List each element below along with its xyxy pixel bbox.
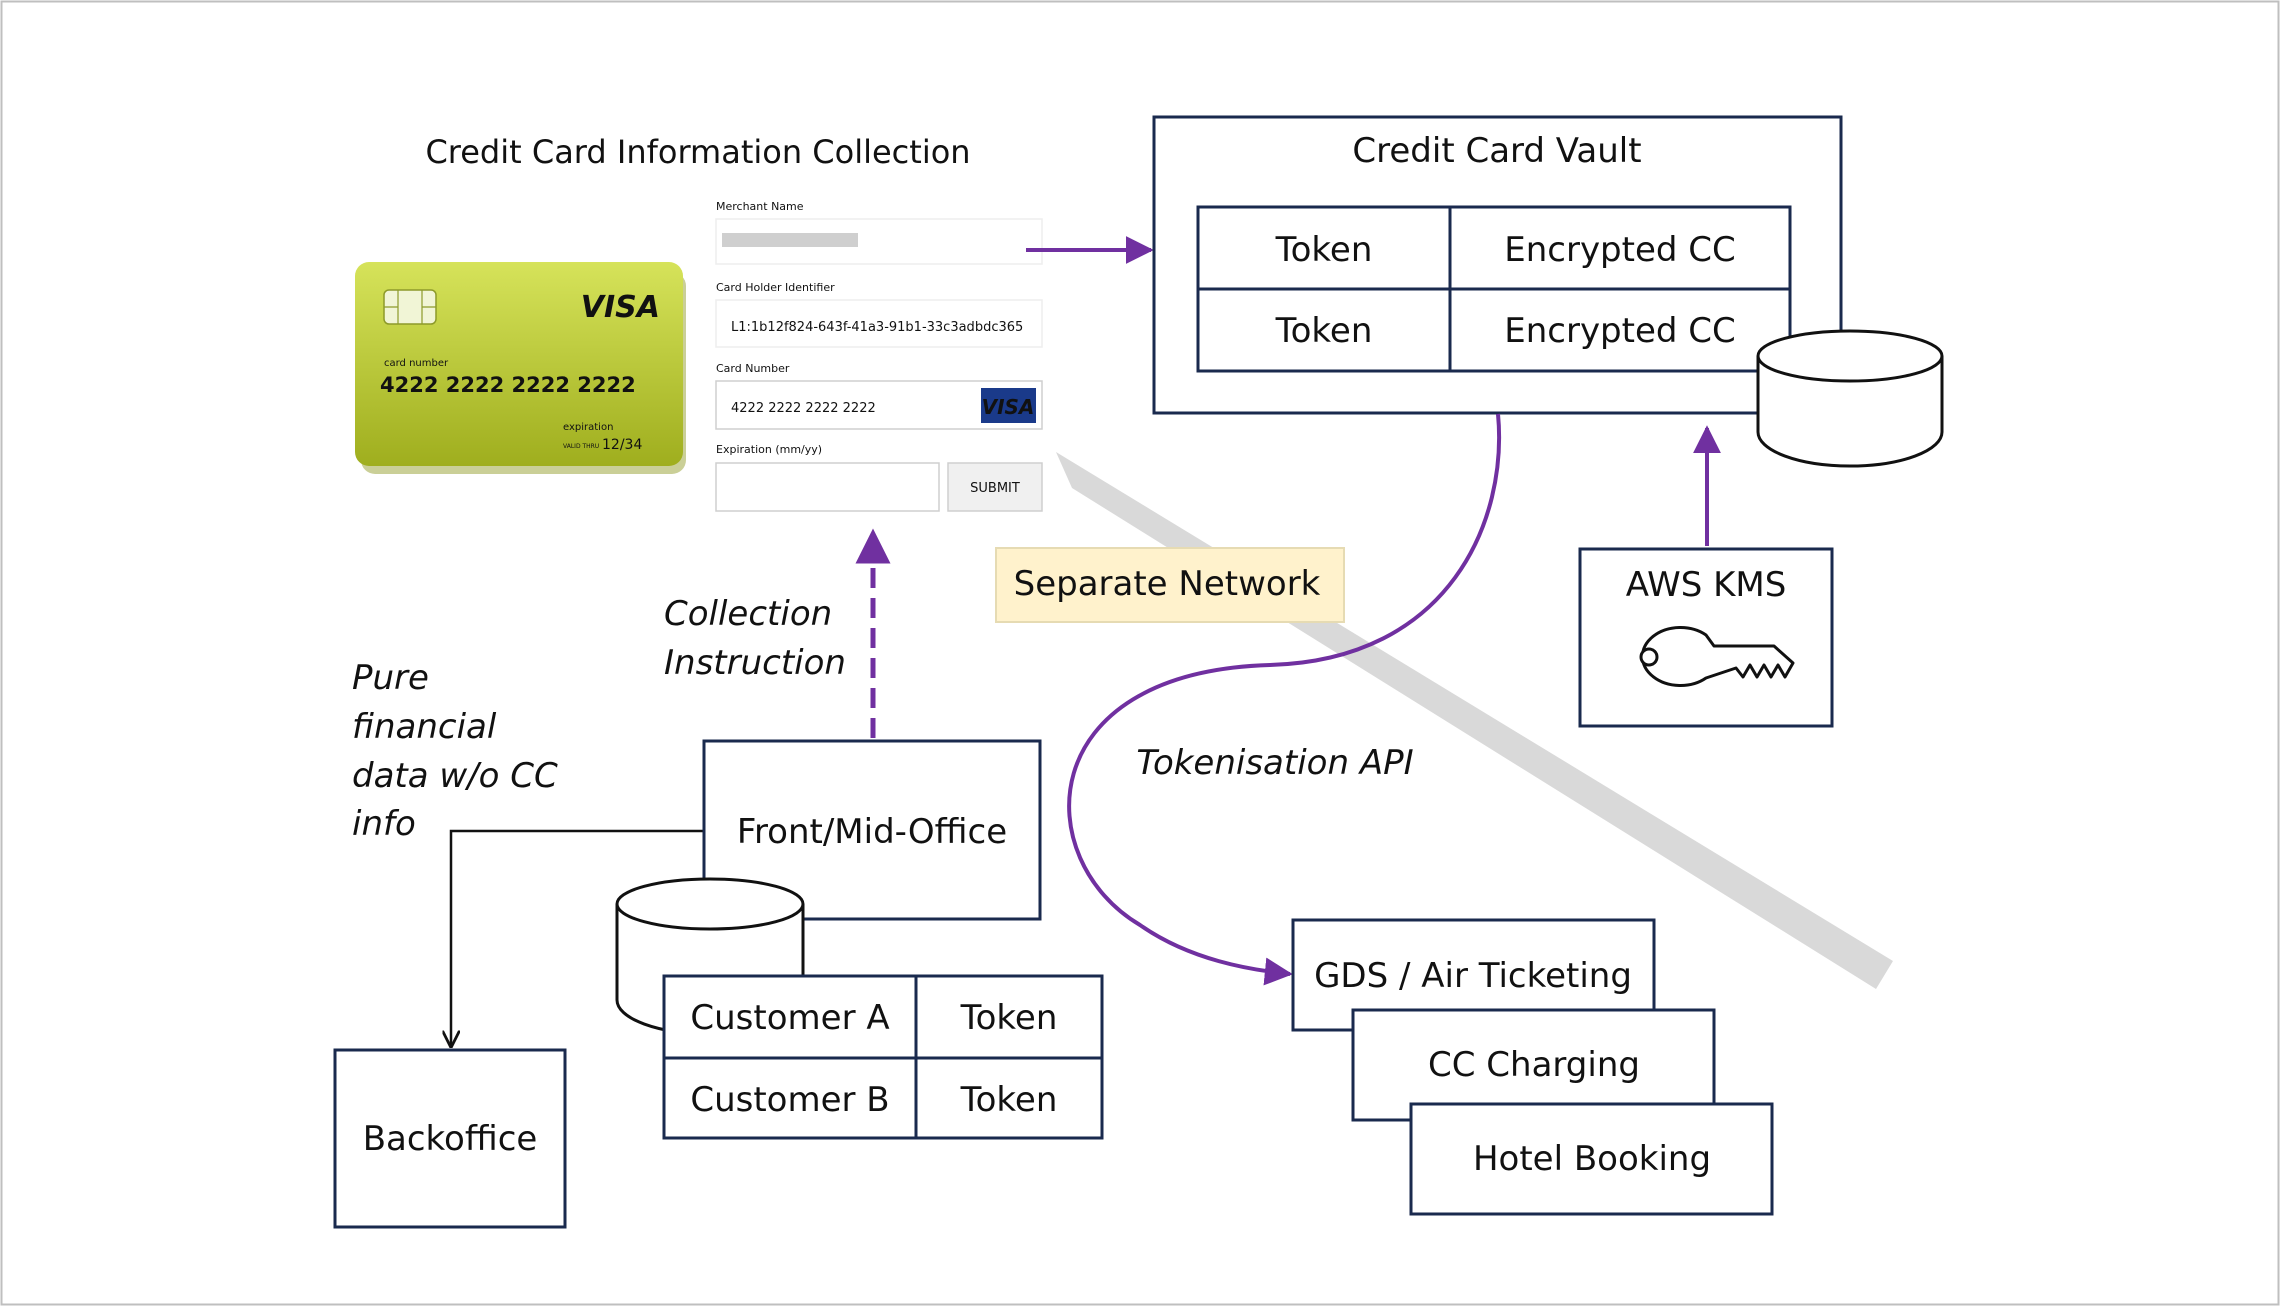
backoffice-box [333,1048,567,1229]
collection-instruction-line: Instruction [664,643,846,683]
credit-card-image: VISA card number 4222 2222 2222 2222 exp… [355,262,686,474]
separate-network-label-box [995,547,1345,623]
front-mid-office-label: Front/Mid-Office [737,812,1007,852]
card-expiration: 12/34 [602,437,642,453]
card-number: 4222 2222 2222 2222 [380,373,636,397]
customer-token: Token [960,1080,1058,1120]
vault-title: Credit Card Vault [1352,131,1641,171]
credit-card-vault: Credit Card Vault Token Encrypted CC Tok… [1152,115,1843,415]
separate-network-label: Separate Network [1014,564,1321,604]
card-valid-thru: VALID THRU [563,443,599,450]
tokenisation-api-label: Tokenisation API [1136,743,1413,783]
form-number-value: 4222 2222 2222 2222 [731,401,876,416]
vault-database-icon [1756,329,1944,468]
service-hotel-booking-box [1409,1102,1774,1216]
card-number-caption: card number [384,358,449,369]
tokenisation-api-curve [1067,413,1501,986]
card-brand: VISA [581,290,660,325]
form-expiration-label: Expiration (mm/yy) [716,443,822,456]
form-holder-input[interactable] [715,299,1043,348]
form-merchant-label: Merchant Name [716,200,804,213]
card-form-mockup: Merchant Name Card Holder Identifier L1:… [715,200,1043,512]
form-visa-icon [981,388,1036,423]
merchant-name-redacted [722,233,858,247]
vault-row-encrypted: Encrypted CC [1504,311,1736,351]
kms-label: AWS KMS [1626,565,1787,605]
arrow-frontoffice-to-backoffice [451,829,704,1046]
backoffice-label: Backoffice [363,1119,538,1159]
form-submit-button[interactable] [947,462,1043,512]
collection-instruction-line: Collection [664,594,832,634]
customer-token-table: Customer A Token Customer B Token [662,974,1104,1140]
service-gds-label: GDS / Air Ticketing [1314,956,1632,996]
vault-row-token: Token [1275,311,1373,351]
vault-row-encrypted: Encrypted CC [1504,230,1736,270]
form-number-brand: VISA [982,395,1035,419]
vault-row-token: Token [1275,230,1373,270]
collection-title: Credit Card Information Collection [425,133,970,171]
customer-name: Customer B [690,1080,889,1120]
pure-financial-line: info [352,804,416,844]
form-submit-label: SUBMIT [970,481,1020,496]
service-hotel-booking-label: Hotel Booking [1473,1139,1711,1179]
card-expiration-caption: expiration [563,422,613,433]
aws-kms: AWS KMS [1578,547,1834,728]
pure-financial-line: data w/o CC [352,756,558,796]
form-number-label: Card Number [716,362,790,375]
key-icon [1639,626,1795,687]
form-expiration-input[interactable] [715,462,940,512]
pure-financial-line: Pure [352,658,429,698]
customer-token: Token [960,998,1058,1038]
form-holder-label: Card Holder Identifier [716,281,835,294]
service-cc-charging-label: CC Charging [1428,1045,1640,1085]
customer-name: Customer A [690,998,889,1038]
form-holder-value: L1:1b12f824-643f-41a3-91b1-33c3adbdc365 [731,320,1023,335]
pure-financial-line: financial [352,707,497,747]
